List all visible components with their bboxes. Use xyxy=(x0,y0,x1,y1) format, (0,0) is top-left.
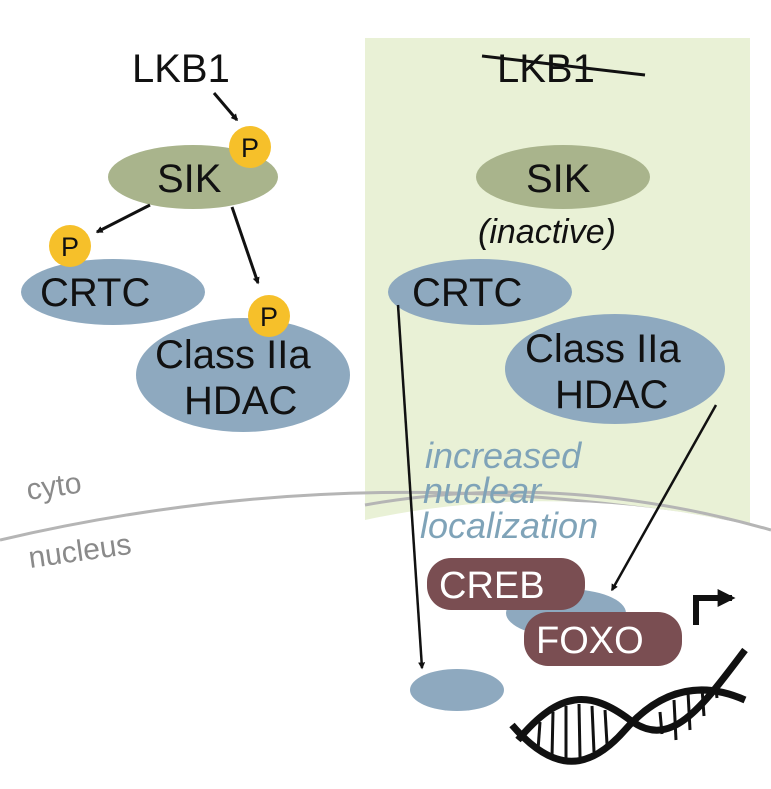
sik-phospho-label: P xyxy=(241,133,259,163)
crtc-phospho-label: P xyxy=(61,232,79,262)
nuclear-membrane-right xyxy=(364,490,771,532)
sik-inactive-state: (inactive) xyxy=(478,213,616,251)
foxo-label: FOXO xyxy=(536,620,644,662)
foxo-pill xyxy=(524,612,682,666)
hdac-phospho-label: P xyxy=(260,302,278,332)
sik-phospho xyxy=(229,126,271,168)
lkb1-strikethrough xyxy=(481,54,646,77)
hdac-nuclear-arrow xyxy=(610,404,718,592)
hdac-label-line2: HDAC xyxy=(184,379,297,423)
sik-to-hdac-arrow xyxy=(230,206,260,285)
sik-to-crtc-arrow xyxy=(95,203,151,234)
hdac-node xyxy=(136,318,350,432)
sik-inactive-label: SIK xyxy=(526,157,591,201)
crtc-node xyxy=(21,259,205,325)
transcription-start-arrow-icon xyxy=(693,589,736,625)
hdac-right-label-line1: Class IIa xyxy=(525,327,681,371)
creb-label: CREB xyxy=(439,565,545,607)
hdac-label-line1: Class IIa xyxy=(155,333,311,377)
hdac-right-label-line2: HDAC xyxy=(555,373,668,417)
creb-pill xyxy=(427,558,585,610)
hdac-right-node xyxy=(505,314,725,424)
nucleus-label: nucleus xyxy=(26,528,133,575)
crtc-right-label: CRTC xyxy=(412,271,522,315)
note-line2: nuclear xyxy=(423,470,543,511)
crtc-phospho xyxy=(49,225,91,267)
lkb1-to-sik-arrow xyxy=(212,92,239,122)
sik-label: SIK xyxy=(157,157,222,201)
lkb1-struck-label: LKB1 xyxy=(497,47,595,91)
crtc-nuclear-node xyxy=(410,669,504,711)
lkb1-label: LKB1 xyxy=(132,47,230,91)
crtc-right-node xyxy=(388,259,572,325)
note-line1: increased xyxy=(425,435,582,476)
cyto-label: cyto xyxy=(24,467,83,507)
sik-inactive-node xyxy=(476,145,650,209)
note-line3: localization xyxy=(420,505,598,546)
crtc-nuclear-arrow xyxy=(396,304,426,670)
dna-helix-icon xyxy=(509,647,748,765)
hdac-phospho xyxy=(248,295,290,337)
crtc-label: CRTC xyxy=(40,271,150,315)
